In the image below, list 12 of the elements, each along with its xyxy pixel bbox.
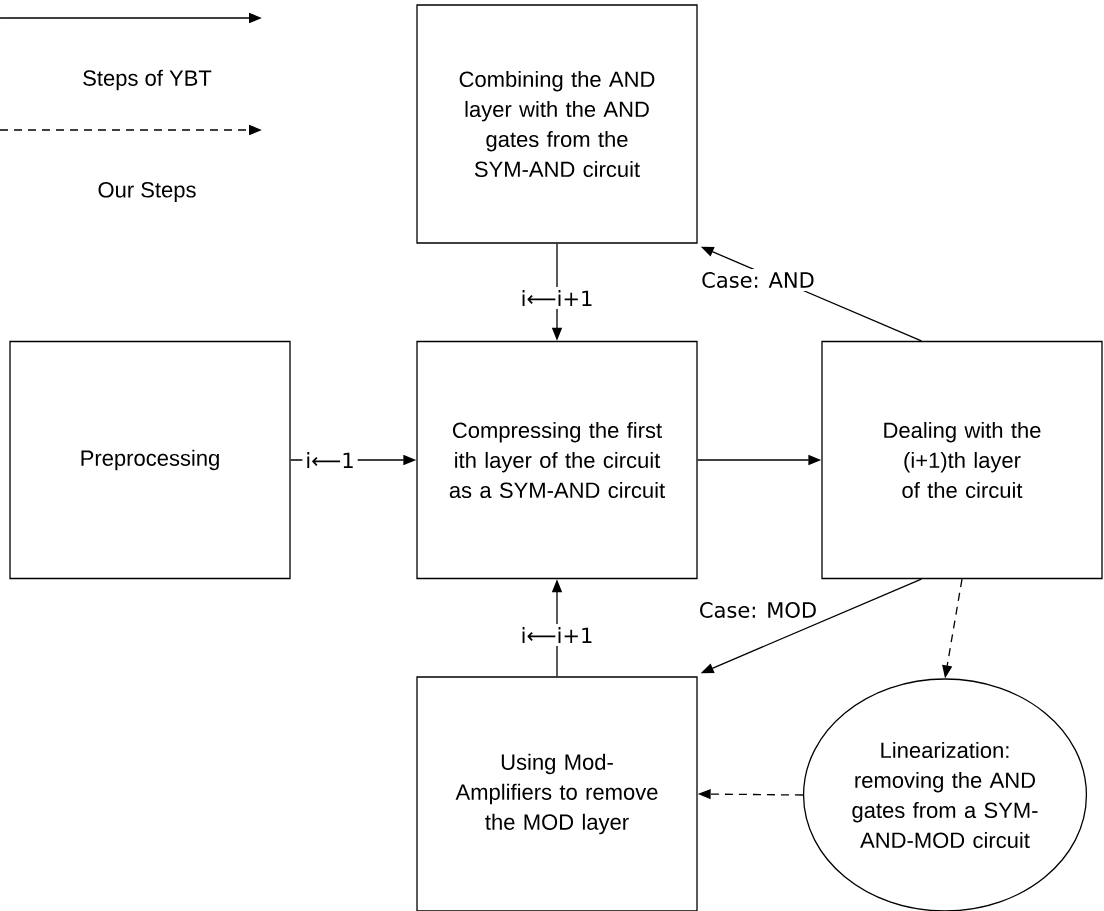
edge-label: Case: MOD bbox=[695, 599, 821, 621]
edge-label: i⟵i+1 bbox=[517, 287, 597, 309]
process-box: Using Mod-Amplifiers to remove the MOD layer bbox=[416, 676, 698, 911]
edge-label: i⟵1 bbox=[302, 449, 358, 471]
process-box: Preprocessing bbox=[9, 340, 291, 580]
legend-label: Steps of YBT bbox=[83, 69, 212, 91]
process-box: Compressing the first ith layer of the circuit as a SYM-AND circuit bbox=[416, 340, 698, 580]
edge-label: Case: AND bbox=[698, 269, 818, 291]
edge-label: i⟵i+1 bbox=[517, 624, 597, 646]
process-box: Dealing with the (i+1)th layer of the circuit bbox=[821, 340, 1103, 580]
process-box: Combining the AND layer with the AND gates from the SYM-AND circuit bbox=[416, 4, 698, 244]
legend-label: Our Steps bbox=[98, 182, 196, 202]
